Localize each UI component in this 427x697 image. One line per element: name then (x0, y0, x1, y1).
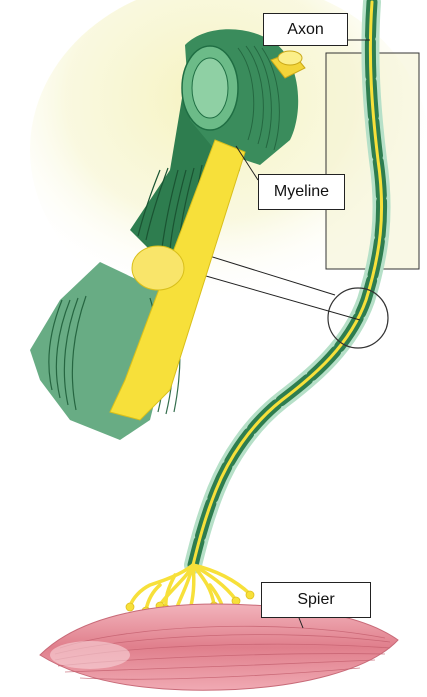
node-of-ranvier (132, 246, 184, 290)
axon-label: Axon (263, 13, 348, 46)
muscle-label: Spier (261, 582, 371, 618)
myelin-label: Myeline (258, 174, 345, 210)
